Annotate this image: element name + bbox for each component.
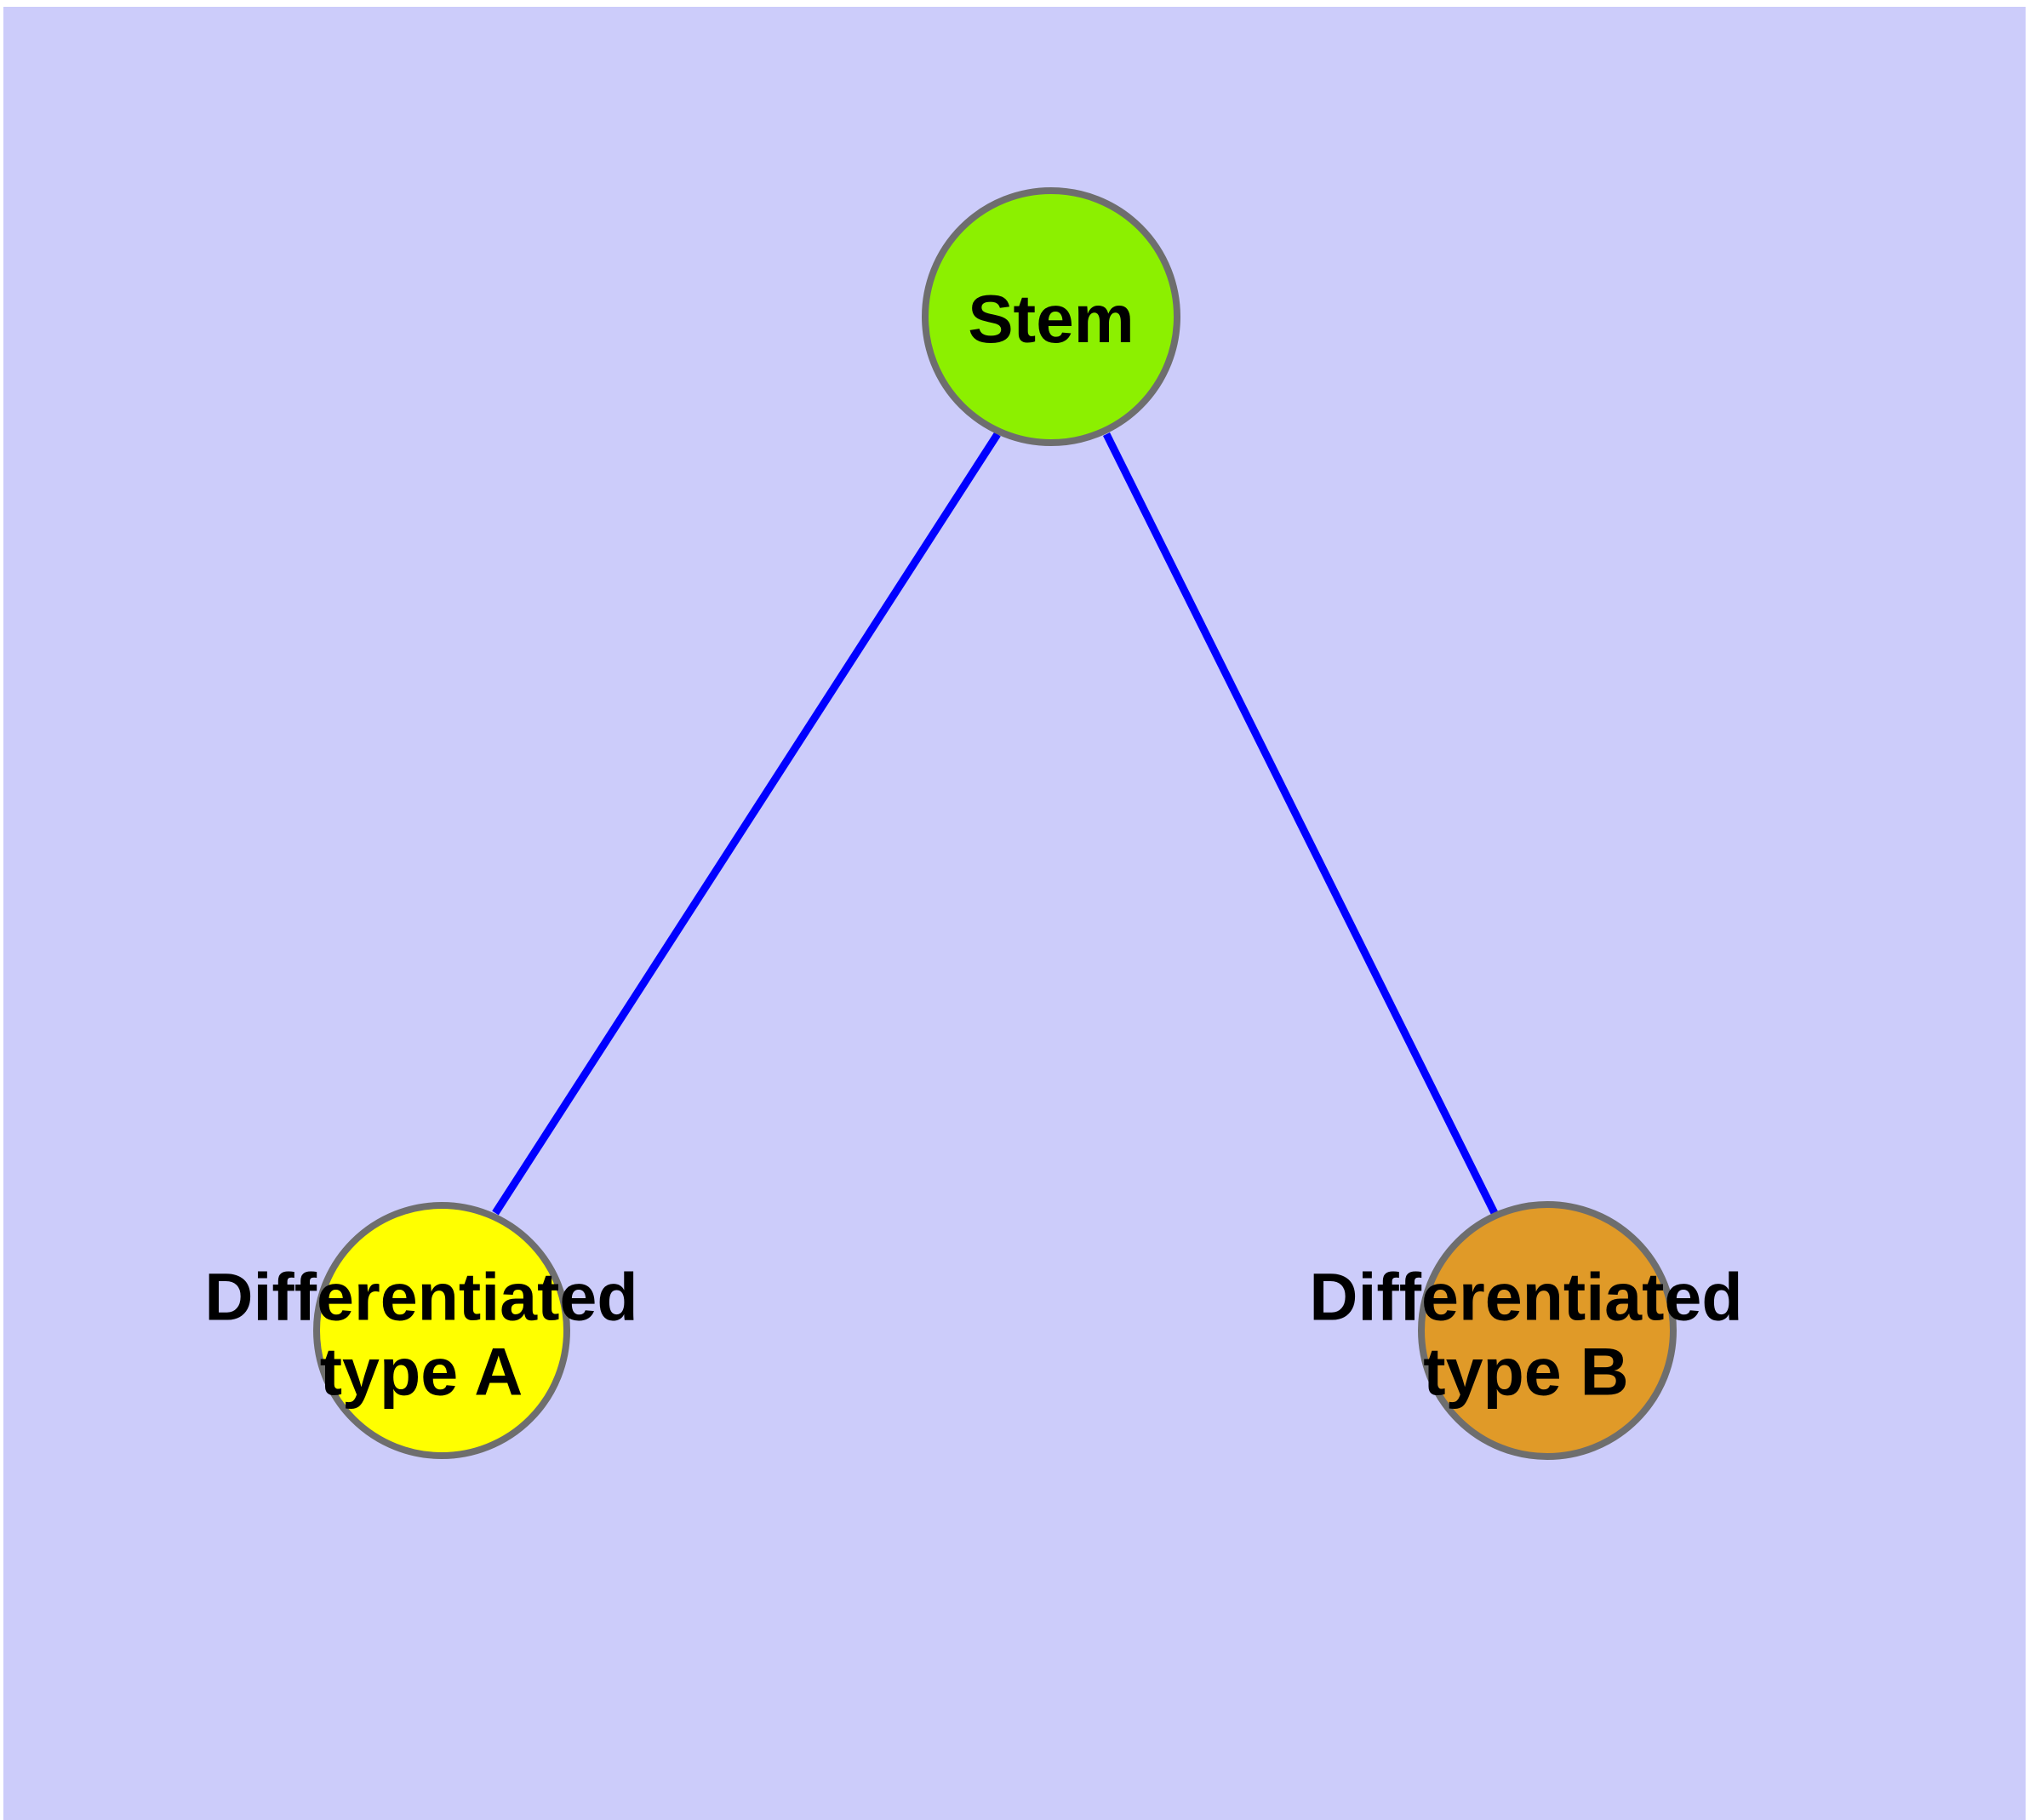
node-circle-differentiated-type-b[interactable]	[1418, 1201, 1677, 1460]
nodes-group	[313, 187, 1677, 1460]
node-circle-differentiated-type-a[interactable]	[313, 1202, 570, 1459]
edge-stem-to-type-a	[492, 432, 1001, 1216]
edges-group	[492, 432, 1499, 1216]
node-circle-stem[interactable]	[922, 187, 1180, 446]
edge-stem-to-type-b	[1102, 432, 1499, 1216]
